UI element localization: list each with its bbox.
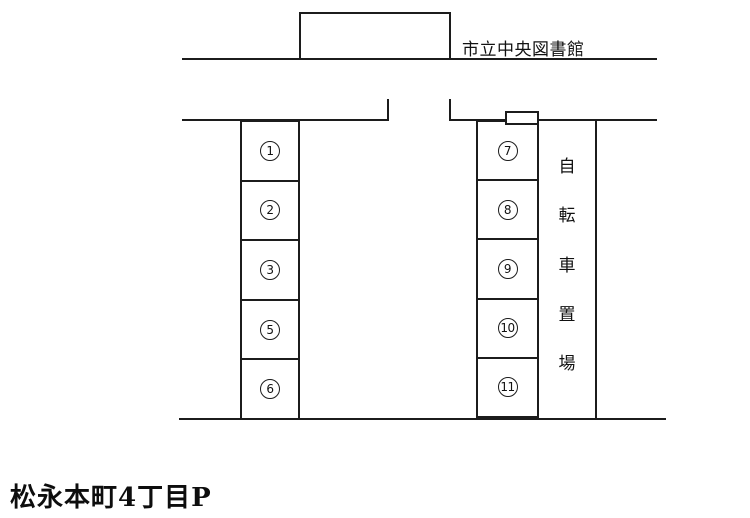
entrance-post-right xyxy=(449,99,451,121)
wall-line-upper-right xyxy=(449,119,657,121)
bicycle-label-char: 転 xyxy=(558,206,576,227)
parking-stall: 11 xyxy=(478,356,537,416)
bicycle-label-char: 置 xyxy=(558,304,576,325)
parking-stall: 1 xyxy=(242,122,298,180)
library-building-outline xyxy=(299,12,451,60)
parking-stall: 8 xyxy=(478,179,537,238)
stall-number: 11 xyxy=(497,377,518,398)
boundary-line-top xyxy=(182,58,657,60)
parking-column-right: 7 8 9 10 11 xyxy=(476,120,539,418)
bicycle-label-char: 場 xyxy=(558,354,576,374)
bicycle-parking-label: 自 転 車 置 場 xyxy=(539,152,595,374)
stall-number: 2 xyxy=(260,200,280,221)
bicycle-label-char: 車 xyxy=(558,255,576,276)
parking-stall: 2 xyxy=(242,179,298,240)
stall-number: 1 xyxy=(260,140,280,161)
boundary-line-bottom xyxy=(179,418,666,420)
parking-lot-title: 松永本町4丁目P xyxy=(10,483,212,513)
stall-number: 9 xyxy=(497,259,518,279)
stall-number: 6 xyxy=(260,379,280,400)
parking-column-left: 1 2 3 5 6 xyxy=(240,120,300,420)
parking-stall: 5 xyxy=(242,298,298,359)
bicycle-area-right-line xyxy=(595,120,597,420)
stall-number: 5 xyxy=(260,319,280,340)
library-label: 市立中央図書館 xyxy=(462,40,585,60)
parking-stall: 10 xyxy=(478,297,537,357)
stall-number: 8 xyxy=(497,199,518,220)
parking-stall: 6 xyxy=(242,358,298,418)
bicycle-label-char: 自 xyxy=(558,157,576,177)
stall-number: 7 xyxy=(497,140,518,161)
stall-number: 10 xyxy=(497,318,518,339)
entrance-marker-box xyxy=(505,111,539,125)
entrance-post-left xyxy=(387,99,389,121)
parking-stall: 9 xyxy=(478,238,537,297)
parking-stall: 7 xyxy=(478,122,537,179)
parking-stall: 3 xyxy=(242,239,298,299)
stall-number: 3 xyxy=(260,259,280,280)
